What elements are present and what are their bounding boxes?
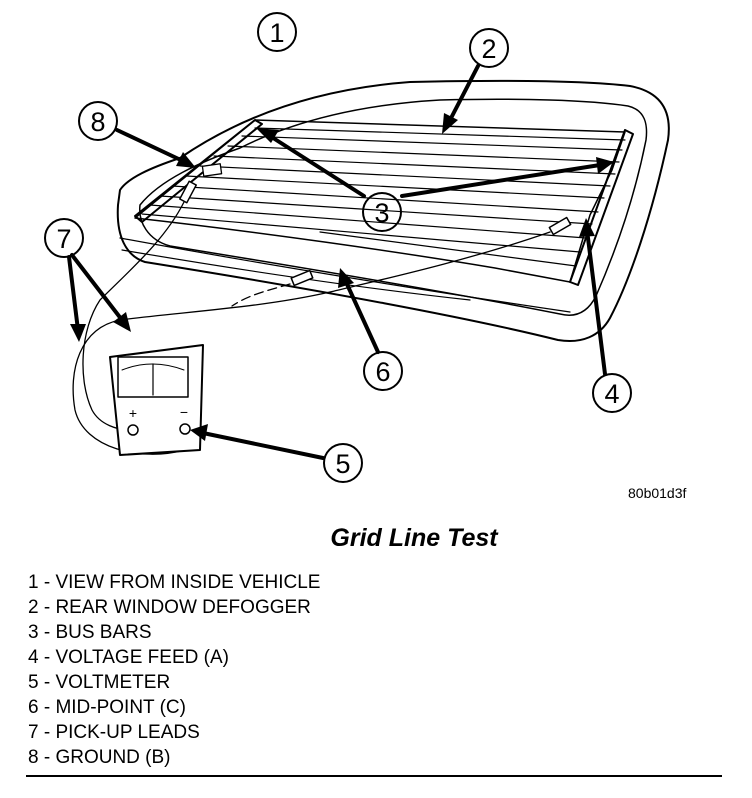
legend-item: 4 - VOLTAGE FEED (A) <box>28 647 229 668</box>
voltmeter-minus-sign: − <box>180 404 188 420</box>
callout-4: 4 <box>604 379 619 409</box>
right-bus-bar <box>569 129 634 286</box>
voltmeter <box>109 344 204 456</box>
legend-item: 1 - VIEW FROM INSIDE VEHICLE <box>28 572 321 593</box>
ground-tab <box>201 163 223 177</box>
ground-probe <box>179 180 197 204</box>
callout-2: 2 <box>481 34 496 64</box>
left-bus-bar <box>134 119 263 223</box>
figure-id: 80b01d3f <box>628 485 687 501</box>
callout-8: 8 <box>90 107 105 137</box>
legend-item: 8 - GROUND (B) <box>28 747 171 768</box>
callout-1: 1 <box>269 18 284 48</box>
callout-3: 3 <box>374 198 389 228</box>
callout-7: 7 <box>56 224 71 254</box>
callout-5: 5 <box>335 449 350 479</box>
legend-item: 7 - PICK-UP LEADS <box>28 722 200 743</box>
voltage-feed-probe <box>548 216 572 236</box>
body-line-2 <box>121 249 471 301</box>
glass-outline <box>134 119 626 283</box>
legend-item: 6 - MID-POINT (C) <box>28 697 186 718</box>
bottom-rule <box>26 775 722 777</box>
body-line-1 <box>119 237 571 313</box>
midpoint-probe <box>290 269 314 287</box>
legend-item: 5 - VOLTMETER <box>28 672 171 693</box>
defogger-grid-lines <box>141 127 626 267</box>
callout-6: 6 <box>375 357 390 387</box>
voltmeter-plus-sign: + <box>129 405 137 421</box>
lead-wire-to-ground <box>82 201 185 431</box>
legend-list: 1 - VIEW FROM INSIDE VEHICLE 2 - REAR WI… <box>28 570 320 770</box>
legend-item: 3 - BUS BARS <box>28 622 152 643</box>
window-outer-frame <box>116 79 670 342</box>
grid-line-test-diagram: 1 2 3 4 5 6 7 8 + − <box>44 12 670 483</box>
window-inner-frame <box>139 98 648 316</box>
lead-wire-to-midpoint <box>231 283 291 307</box>
legend-item: 2 - REAR WINDOW DEFOGGER <box>28 597 311 618</box>
diagram-title: Grid Line Test <box>330 524 498 552</box>
